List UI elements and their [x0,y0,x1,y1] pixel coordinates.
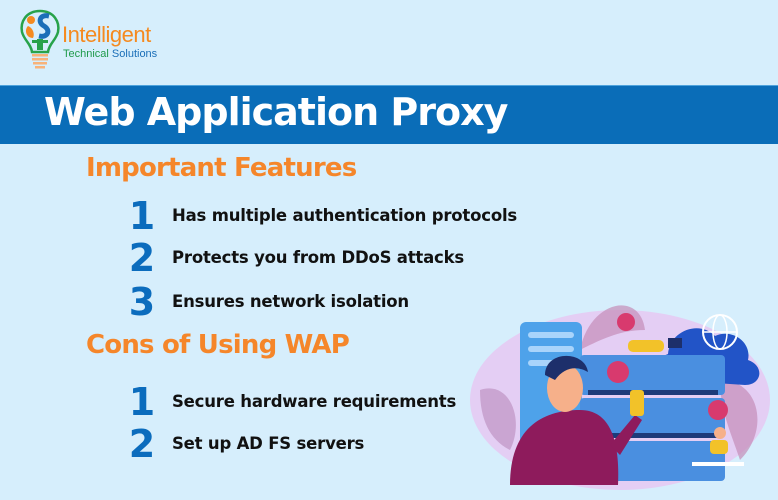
feature-text: Protects you from DDoS attacks [172,248,465,267]
cons-text: Set up AD FS servers [172,434,365,453]
feature-number: 2 [128,236,156,280]
cons-text: Secure hardware requirements [172,392,457,411]
logo-tagline: Technical Solutions [63,48,157,60]
lightbulb-logo-icon [20,9,60,69]
title-banner: Web Application Proxy [0,85,778,144]
feature-text: Has multiple authentication protocols [172,206,518,225]
logo-tagline-solutions: Solutions [111,48,158,60]
feature-text: Ensures network isolation [172,292,409,311]
feature-number: 1 [128,194,156,238]
feature-number: 3 [128,280,156,324]
page-title: Web Application Proxy [44,90,508,134]
server-cloud-illustration [470,305,770,490]
cons-number: 1 [128,380,156,424]
cons-heading: Cons of Using WAP [86,330,350,360]
logo-brand-name: Intelligent [62,22,151,47]
company-logo: Intelligent Technical Solutions [18,8,178,72]
cons-number: 2 [128,422,156,466]
features-heading: Important Features [86,153,357,183]
logo-tagline-technical: Technical [63,48,109,60]
